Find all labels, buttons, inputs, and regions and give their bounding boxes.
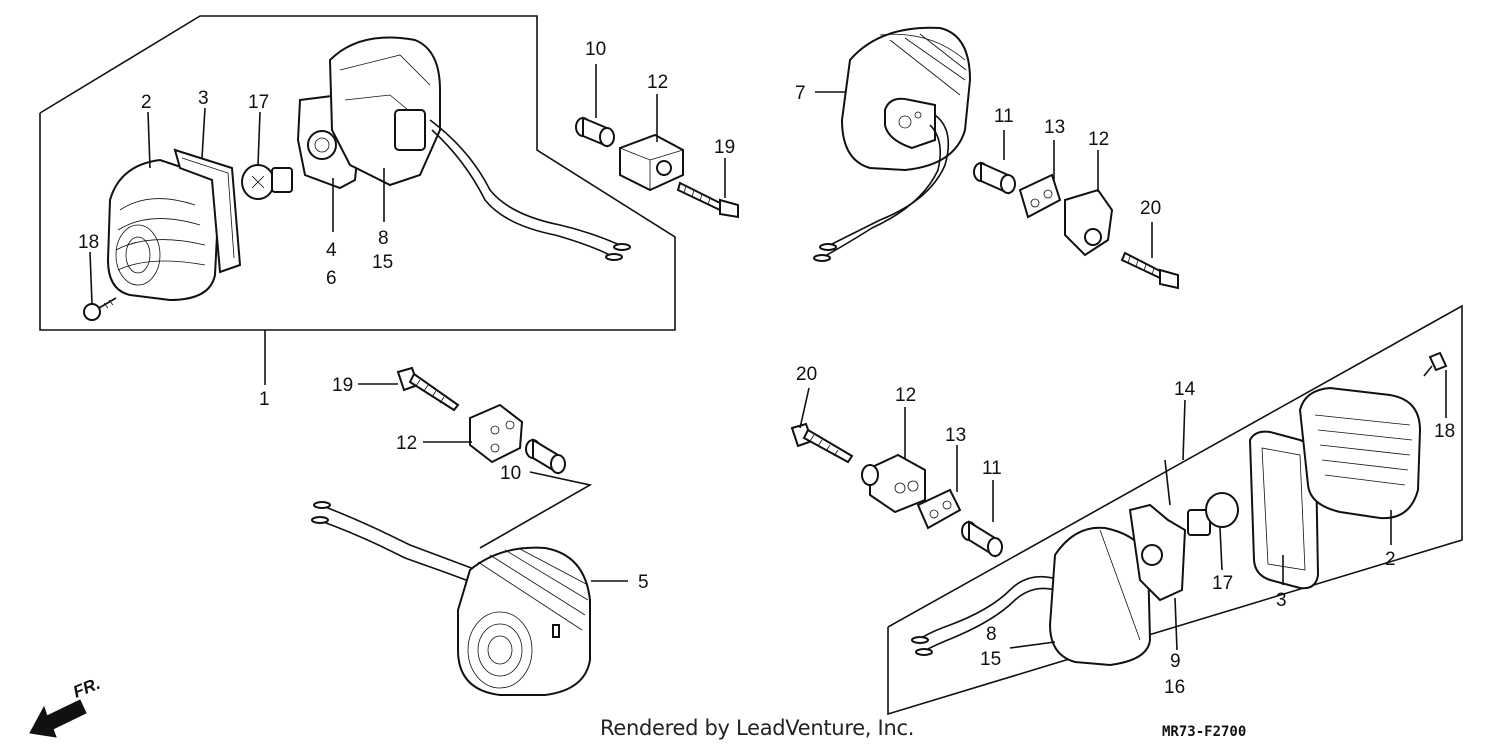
wire-harness-8-right — [911, 575, 1063, 656]
callout-19-top: 19 — [714, 137, 735, 158]
diagram-code: MR73-F2700 — [1162, 724, 1247, 740]
gasket-3-right — [1248, 430, 1320, 590]
screw-18-left — [83, 297, 117, 321]
collar-10-bottom — [525, 438, 566, 475]
callout-20-bottom: 20 — [796, 364, 817, 385]
callout-10-bottom: 10 — [500, 463, 521, 484]
collar-11-bottom — [961, 520, 1003, 558]
callout-2-right: 2 — [1385, 549, 1396, 570]
plate-13-bottom — [916, 488, 962, 530]
lens-2-right — [1298, 386, 1422, 520]
front-direction-arrow-icon: FR. — [29, 674, 103, 738]
housing-8-right — [1048, 526, 1152, 667]
callout-11-bottom: 11 — [982, 458, 1002, 479]
callout-18-left: 18 — [78, 232, 99, 253]
plate-13-top — [1018, 173, 1062, 219]
leader-lines — [89, 64, 1447, 651]
assembly-outline-rear-right — [887, 304, 1463, 716]
callout-3-left: 3 — [198, 88, 209, 109]
gasket-3-left — [173, 148, 242, 274]
callout-12-top: 12 — [647, 72, 668, 93]
callout-14: 14 — [1174, 379, 1196, 400]
callout-15-right: 15 — [980, 649, 1001, 670]
bolt-20-top — [1120, 251, 1179, 290]
callout-1: 1 — [259, 389, 270, 410]
callout-4: 4 — [326, 240, 337, 261]
bolt-20-bottom — [790, 422, 854, 464]
socket-base-9-right — [1128, 503, 1187, 602]
lens-2-left — [106, 158, 220, 302]
bolt-19-bottom — [396, 366, 460, 412]
credit-text: Rendered by LeadVenture, Inc. — [600, 716, 915, 740]
callout-17-left: 17 — [248, 92, 269, 113]
callout-5: 5 — [638, 572, 649, 593]
callout-10-top: 10 — [585, 39, 606, 60]
callout-19-bottom: 19 — [332, 375, 353, 396]
collar-11-top — [973, 161, 1016, 195]
bulb-17-left — [241, 164, 293, 200]
direction-label: FR. — [70, 674, 103, 702]
callout-12-lower-right: 12 — [895, 385, 916, 406]
callout-17-right: 17 — [1212, 573, 1233, 594]
mount-block-12-lower-right — [861, 453, 926, 514]
housing-7 — [840, 26, 972, 172]
mount-block-12-right — [1064, 188, 1114, 257]
bulb-17-right — [1187, 492, 1239, 536]
callout-8-left: 8 — [378, 228, 389, 249]
collar-10-top — [575, 116, 615, 148]
mount-block-12-top — [619, 133, 684, 192]
callout-15-left: 15 — [372, 252, 393, 273]
callout-13-top: 13 — [1044, 117, 1065, 138]
callout-9: 9 — [1170, 651, 1181, 672]
callout-labels: 2 3 17 18 4 6 8 15 10 12 19 1 7 11 13 12… — [78, 39, 1455, 698]
mount-block-12-bottom — [469, 403, 524, 464]
callout-11-top: 11 — [994, 106, 1014, 127]
callout-12-bottom: 12 — [396, 433, 417, 454]
callout-13-bottom: 13 — [945, 425, 966, 446]
wire-harness-5 — [311, 501, 491, 588]
bolt-19-top — [676, 181, 739, 219]
callout-3-right: 3 — [1276, 590, 1287, 611]
housing-8-left — [328, 36, 441, 187]
lamp-5 — [457, 546, 591, 696]
wire-harness-left — [429, 119, 631, 261]
callout-20-top: 20 — [1140, 198, 1161, 219]
screw-18-right — [1423, 351, 1448, 377]
callout-16: 16 — [1164, 677, 1185, 698]
callout-6: 6 — [326, 268, 337, 289]
callout-7: 7 — [795, 83, 806, 104]
callout-2-left: 2 — [141, 92, 152, 113]
assembly-outline-front-left — [39, 15, 676, 331]
callout-18-right: 18 — [1434, 421, 1455, 442]
callout-8-right: 8 — [986, 624, 997, 645]
wire-harness-7 — [813, 114, 950, 262]
callout-12-right: 12 — [1088, 129, 1109, 150]
